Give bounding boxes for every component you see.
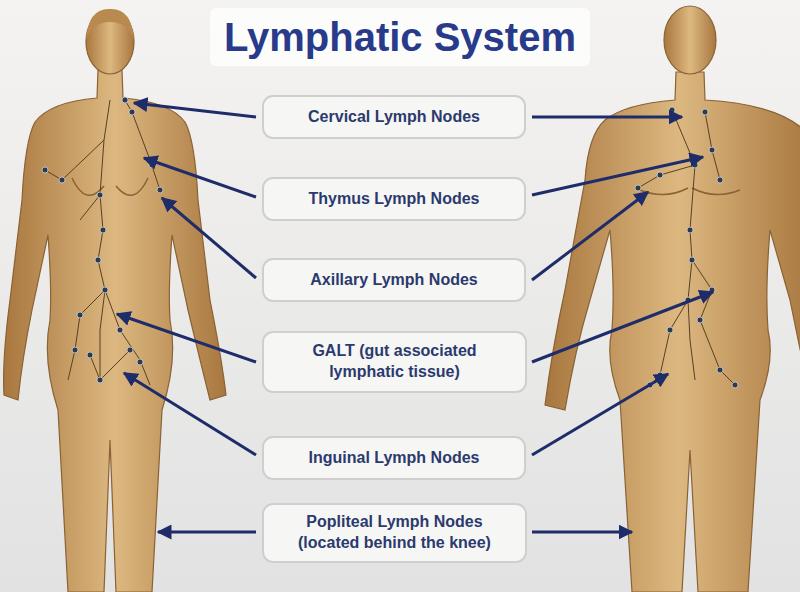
male-head — [664, 6, 716, 74]
leader-arrow — [144, 158, 256, 197]
label-box: Axillary Lymph Nodes — [262, 258, 526, 302]
label-text: Cervical Lymph Nodes — [308, 107, 480, 128]
leader-arrow — [532, 116, 682, 119]
lymph-dot — [137, 359, 143, 365]
lymph-dot — [709, 147, 715, 153]
label-box: Thymus Lymph Nodes — [262, 177, 526, 221]
lymph-dot — [687, 227, 693, 233]
lymph-dot — [692, 162, 698, 168]
title-text: Lymphatic System — [224, 14, 576, 60]
title-box: Lymphatic System — [210, 8, 590, 66]
leader-arrow — [162, 198, 256, 278]
lymph-dot — [95, 257, 101, 263]
lymph-dot — [42, 167, 48, 173]
lymph-dot — [697, 317, 703, 323]
lymph-dot — [87, 352, 93, 358]
lymph-vessels — [45, 100, 160, 385]
lymph-vessels — [638, 110, 735, 385]
lymph-dot — [122, 97, 128, 103]
leader-arrow — [117, 314, 256, 362]
leader-arrow — [532, 531, 632, 534]
lymph-dot — [657, 172, 663, 178]
lymph-dot — [97, 192, 103, 198]
lymph-dot — [117, 327, 123, 333]
female-body — [4, 70, 226, 592]
lymph-dot — [732, 382, 738, 388]
label-text: Popliteal Lymph Nodes (located behind th… — [277, 512, 512, 554]
female-hair — [86, 9, 134, 40]
lymph-dot — [667, 327, 673, 333]
label-text: Axillary Lymph Nodes — [310, 270, 477, 291]
lymph-dot — [102, 287, 108, 293]
lymph-dot — [717, 367, 723, 373]
lymph-dot — [77, 312, 83, 318]
lymph-node-dots — [42, 97, 163, 383]
lymph-node-dots — [635, 107, 738, 388]
male-figure — [545, 6, 800, 592]
lymph-dot — [129, 109, 135, 115]
lymph-dot — [702, 109, 708, 115]
lymph-dot — [689, 257, 695, 263]
lymph-dot — [97, 377, 103, 383]
female-figure — [4, 9, 226, 592]
label-box: Inguinal Lymph Nodes — [262, 436, 526, 480]
label-text: Inguinal Lymph Nodes — [309, 448, 480, 469]
female-chest — [72, 178, 148, 195]
leader-arrow — [158, 531, 256, 534]
label-box: GALT (gut associated lymphatic tissue) — [262, 331, 527, 393]
leader-arrow — [124, 373, 256, 455]
male-body — [545, 72, 800, 592]
lymph-dot — [127, 347, 133, 353]
lymph-dot — [72, 347, 78, 353]
label-box: Cervical Lymph Nodes — [262, 95, 526, 139]
leader-arrow — [532, 374, 668, 455]
leader-arrow — [532, 192, 648, 280]
lymph-dot — [635, 185, 641, 191]
lymph-dot — [717, 177, 723, 183]
leader-arrows — [117, 103, 713, 532]
label-text: GALT (gut associated lymphatic tissue) — [277, 341, 512, 383]
lymph-dot — [100, 227, 106, 233]
lymph-dot — [59, 177, 65, 183]
leader-arrow — [532, 157, 703, 195]
lymph-dot — [157, 187, 163, 193]
lymph-dot — [669, 107, 675, 113]
leader-arrow — [532, 292, 713, 362]
label-text: Thymus Lymph Nodes — [309, 189, 480, 210]
label-box: Popliteal Lymph Nodes (located behind th… — [262, 503, 527, 563]
leader-arrow — [134, 103, 256, 117]
